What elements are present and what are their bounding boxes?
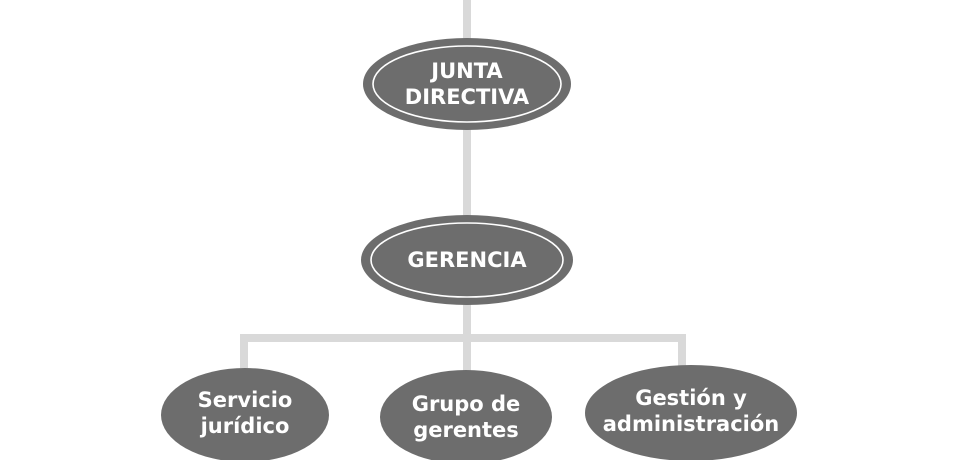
node-gerencia-shape [361, 215, 573, 305]
node-gerencia-label: GERENCIA [407, 247, 527, 272]
node-servicio-juridico-label: Servicio jurídico [197, 387, 293, 438]
node-gestion-administracion-shape [585, 365, 797, 460]
node-servicio-juridico-shape [161, 368, 329, 460]
node-servicio-juridico: Servicio jurídico [175, 380, 315, 446]
node-gerencia: GERENCIA [377, 238, 557, 282]
node-junta-directiva: JUNTA DIRECTIVA [377, 52, 557, 116]
node-grupo-de-gerentes: Grupo de gerentes [386, 384, 546, 450]
node-junta-directiva-shape [363, 38, 571, 130]
node-gestion-administracion-label: Gestión y administración [602, 385, 780, 436]
node-gestion-administracion: Gestión y administración [591, 378, 791, 444]
node-junta-directiva-label: JUNTA DIRECTIVA [404, 58, 530, 109]
node-grupo-de-gerentes-label: Grupo de gerentes [411, 391, 521, 442]
node-grupo-de-gerentes-shape [380, 370, 552, 460]
